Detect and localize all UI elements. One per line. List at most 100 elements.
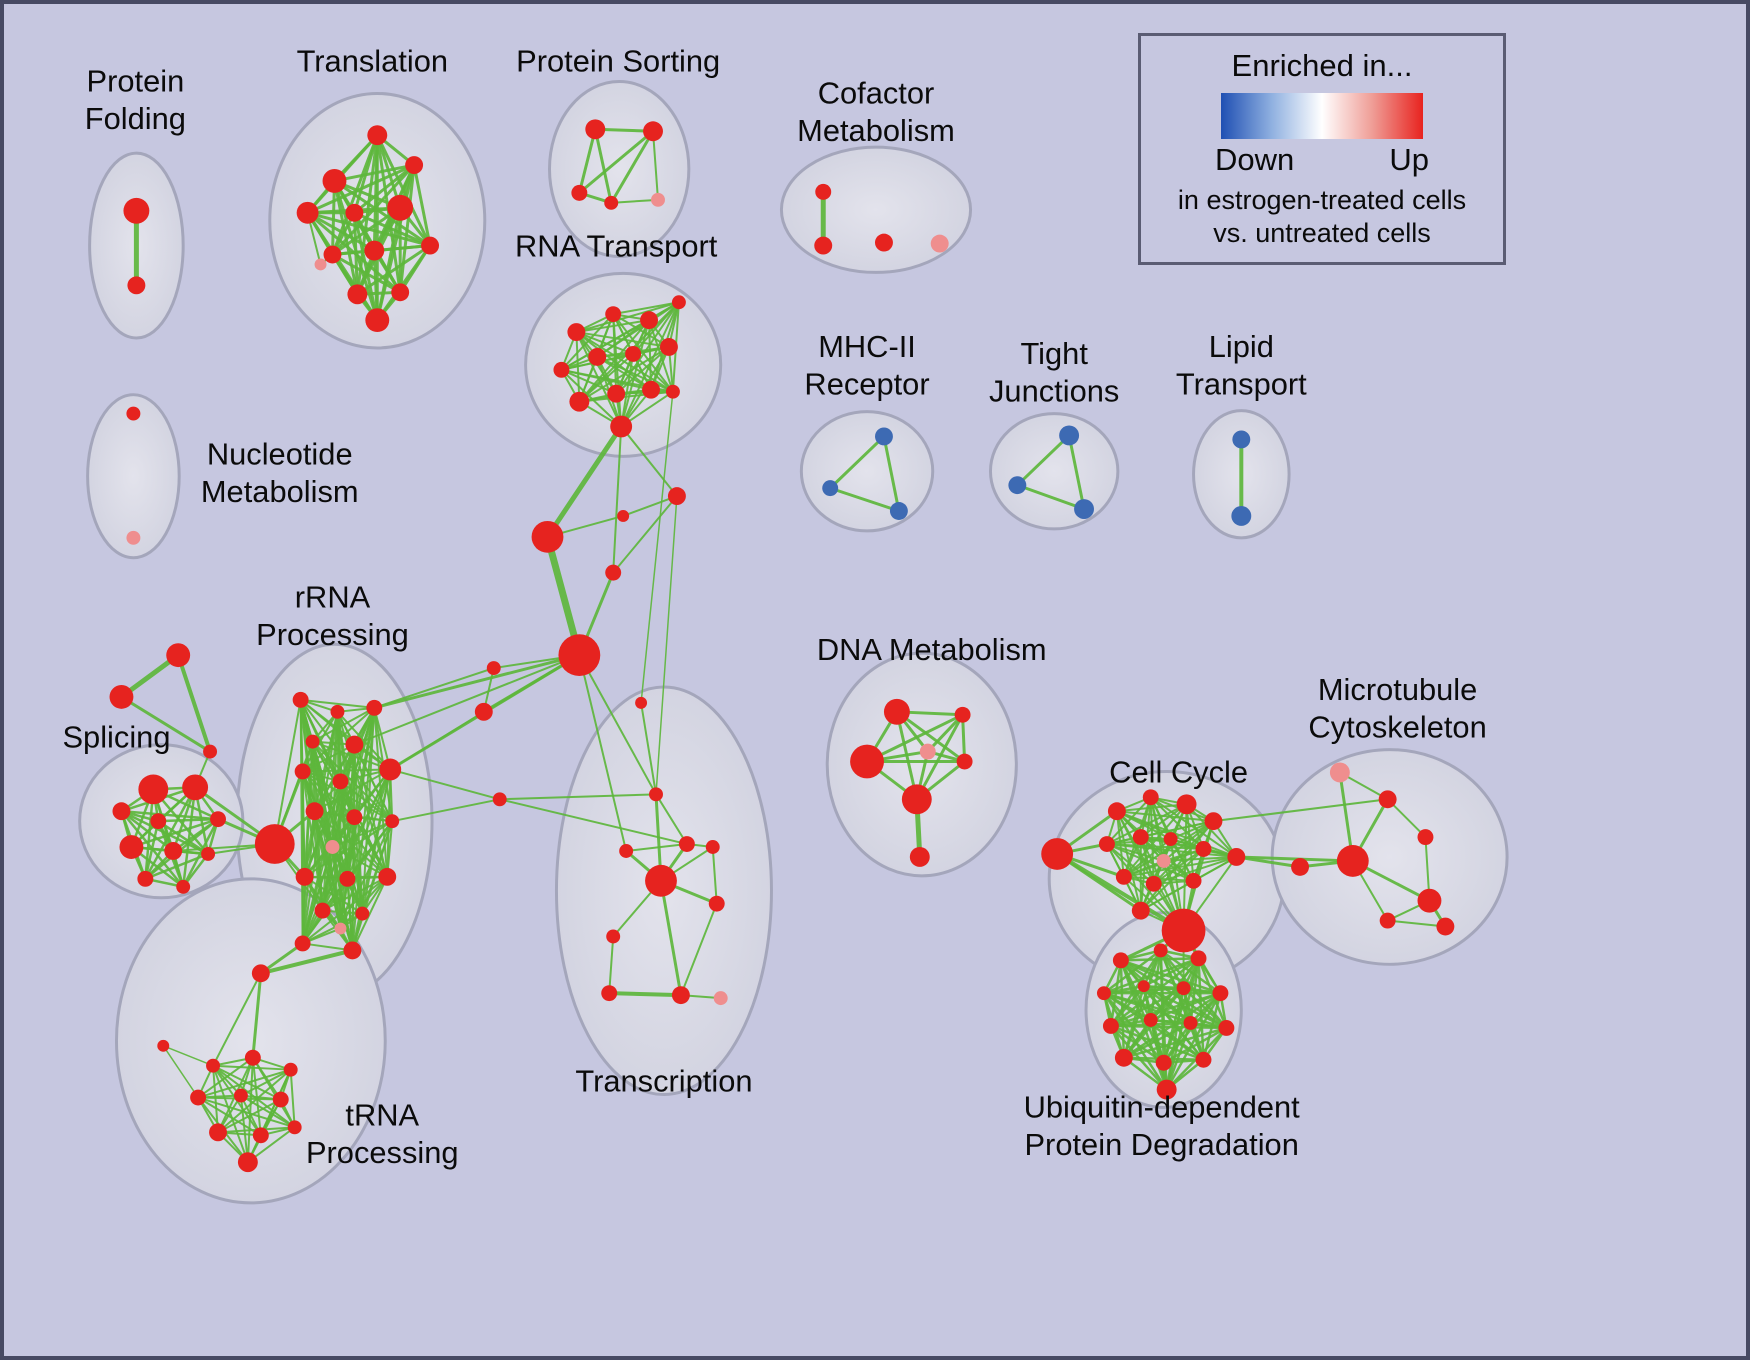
node-59 bbox=[182, 774, 209, 801]
edge bbox=[596, 301, 680, 358]
edge bbox=[895, 710, 967, 764]
node-141 bbox=[1436, 917, 1455, 936]
node-60 bbox=[112, 802, 131, 821]
edge bbox=[1149, 1018, 1205, 1061]
edge bbox=[578, 654, 658, 796]
edge bbox=[578, 654, 628, 852]
node-79 bbox=[385, 814, 400, 829]
node-17 bbox=[571, 184, 588, 201]
node-149 bbox=[1212, 985, 1229, 1002]
edge bbox=[560, 368, 618, 395]
edge bbox=[625, 843, 688, 852]
node-107 bbox=[708, 895, 725, 912]
node-27 bbox=[671, 295, 686, 310]
edge bbox=[258, 948, 355, 976]
node-54 bbox=[1231, 506, 1252, 526]
node-0 bbox=[123, 197, 150, 224]
edge bbox=[251, 971, 263, 1060]
node-36 bbox=[665, 384, 680, 399]
legend-gradient-bar bbox=[1221, 93, 1423, 139]
edge bbox=[578, 352, 635, 403]
edge bbox=[577, 127, 597, 195]
node-62 bbox=[210, 811, 226, 828]
node-130 bbox=[1115, 868, 1132, 885]
edge bbox=[1122, 1021, 1192, 1060]
node-67 bbox=[176, 879, 191, 894]
node-86 bbox=[334, 922, 347, 935]
edge bbox=[615, 301, 680, 395]
edge bbox=[339, 780, 394, 823]
node-44 bbox=[492, 792, 507, 807]
edge bbox=[578, 345, 670, 403]
edge bbox=[1185, 803, 1195, 882]
edge bbox=[162, 1045, 214, 1067]
edge bbox=[355, 244, 432, 296]
node-32 bbox=[569, 391, 590, 412]
edge bbox=[608, 935, 615, 995]
edge bbox=[607, 991, 683, 998]
edge bbox=[353, 743, 394, 823]
node-2 bbox=[322, 169, 347, 193]
node-108 bbox=[606, 929, 621, 944]
node-154 bbox=[1114, 1048, 1133, 1067]
edge bbox=[1109, 1024, 1165, 1064]
edge bbox=[197, 1068, 292, 1099]
edge bbox=[1109, 984, 1146, 1028]
edge bbox=[306, 211, 376, 253]
edge bbox=[577, 129, 655, 195]
edge bbox=[1122, 1026, 1228, 1060]
node-20 bbox=[815, 183, 832, 200]
edge bbox=[386, 820, 394, 878]
edge bbox=[865, 713, 965, 764]
node-74 bbox=[379, 758, 402, 781]
node-118 bbox=[909, 847, 930, 867]
node-73 bbox=[345, 735, 364, 754]
edge bbox=[239, 1068, 292, 1097]
edge bbox=[612, 301, 680, 316]
node-80 bbox=[325, 840, 340, 854]
node-111 bbox=[713, 991, 728, 1006]
node-129 bbox=[1156, 853, 1171, 868]
node-65 bbox=[201, 847, 216, 861]
edge bbox=[306, 163, 416, 215]
node-116 bbox=[956, 753, 973, 770]
edge bbox=[398, 163, 416, 294]
node-93 bbox=[283, 1062, 298, 1077]
edge bbox=[246, 1056, 254, 1164]
node-24 bbox=[567, 323, 586, 342]
node-117 bbox=[901, 784, 932, 815]
edge bbox=[1165, 1021, 1192, 1091]
node-153 bbox=[1218, 1019, 1235, 1036]
node-46 bbox=[126, 530, 141, 545]
node-6 bbox=[345, 203, 364, 222]
node-85 bbox=[355, 906, 370, 921]
edge bbox=[273, 698, 302, 846]
node-135 bbox=[1329, 762, 1350, 783]
edge bbox=[311, 706, 376, 743]
legend-box: Enriched in... Down Up in estrogen-treat… bbox=[1138, 33, 1506, 265]
legend-note-line2: vs. untreated cells bbox=[1213, 218, 1431, 248]
node-53 bbox=[1232, 430, 1251, 449]
node-19 bbox=[651, 192, 665, 207]
node-14 bbox=[365, 308, 390, 333]
edge bbox=[545, 424, 624, 540]
edge bbox=[176, 653, 213, 754]
edge bbox=[1067, 433, 1086, 511]
node-34 bbox=[642, 380, 660, 399]
node-119 bbox=[1041, 838, 1074, 870]
edge bbox=[321, 875, 389, 912]
node-55 bbox=[166, 643, 191, 668]
node-123 bbox=[1204, 812, 1223, 831]
node-25 bbox=[605, 306, 622, 323]
node-96 bbox=[272, 1091, 289, 1108]
edge bbox=[828, 486, 901, 513]
node-155 bbox=[1155, 1054, 1172, 1071]
edge bbox=[560, 313, 615, 371]
edge bbox=[1139, 879, 1195, 912]
node-3 bbox=[367, 125, 388, 146]
edges bbox=[118, 127, 1447, 1164]
